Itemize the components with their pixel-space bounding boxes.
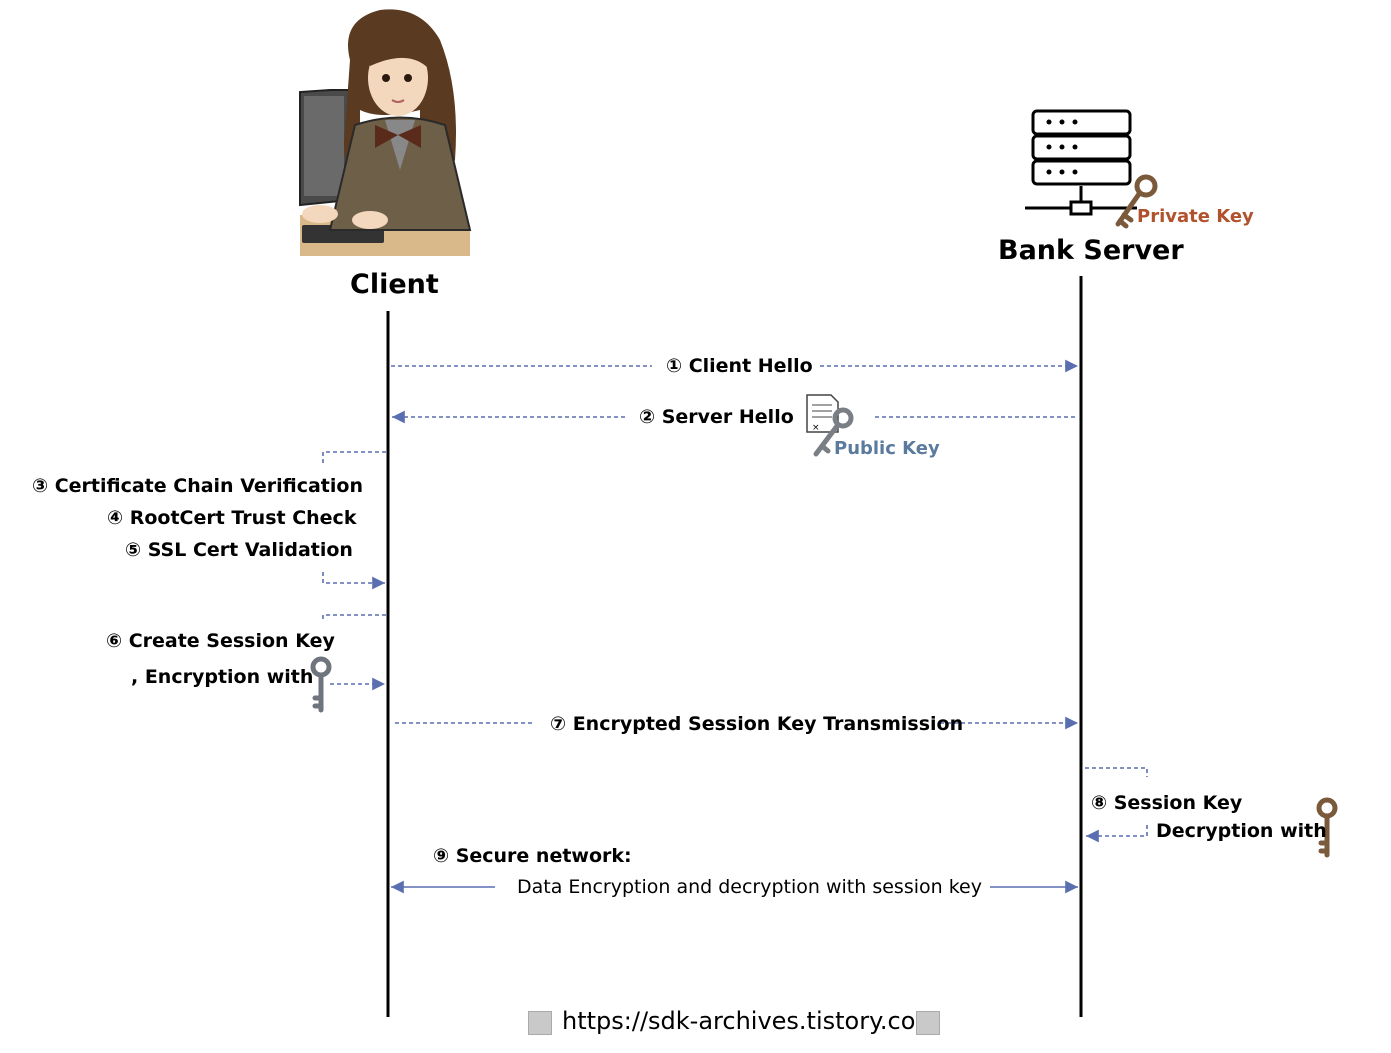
public-key-label: Public Key [834, 438, 940, 459]
private-key-icon [1115, 174, 1158, 229]
msg-encryption-with: , Encryption with [131, 666, 314, 688]
msg-ssl-validation: ⑤ SSL Cert Validation [125, 539, 353, 561]
svg-text:×: × [812, 423, 820, 433]
self-loop-verification [322, 572, 385, 590]
self-loop-verification-top [322, 451, 386, 464]
server-leds [1046, 119, 1078, 175]
msg-session-key: ⑧ Session Key [1091, 792, 1243, 814]
msg-rootcert-check: ④ RootCert Trust Check [107, 507, 357, 529]
msg-decryption-with: Decryption with [1156, 820, 1327, 842]
session-key-icon [310, 656, 332, 713]
msg-create-session-key: ⑥ Create Session Key [106, 630, 335, 652]
client-illustration [299, 5, 477, 257]
msg-secure-detail: Data Encryption and decryption with sess… [517, 876, 982, 898]
msg-cert-chain: ③ Certificate Chain Verification [32, 475, 363, 497]
msg-server-hello: ② Server Hello [639, 406, 794, 428]
footer-left-icon [528, 1011, 552, 1035]
msg-client-hello: ① Client Hello [666, 355, 813, 377]
server-icon [1025, 109, 1137, 216]
server-label: Bank Server [998, 235, 1184, 266]
footer-url[interactable]: https://sdk-archives.tistory.com [562, 1007, 939, 1035]
msg-encrypted-transmission: ⑦ Encrypted Session Key Transmission [550, 713, 964, 735]
msg-secure-network: ⑨ Secure network: [433, 845, 632, 867]
public-key-icon [813, 407, 854, 457]
certificate-icon: × [806, 394, 839, 433]
self-loop-session-top [322, 614, 386, 621]
self-loop-decryption [1086, 825, 1148, 843]
server-session-key-icon [1316, 797, 1338, 858]
client-label: Client [350, 269, 439, 300]
self-loop-decryption-top [1085, 767, 1148, 777]
private-key-label: Private Key [1137, 206, 1254, 227]
footer-right-icon [916, 1011, 940, 1035]
